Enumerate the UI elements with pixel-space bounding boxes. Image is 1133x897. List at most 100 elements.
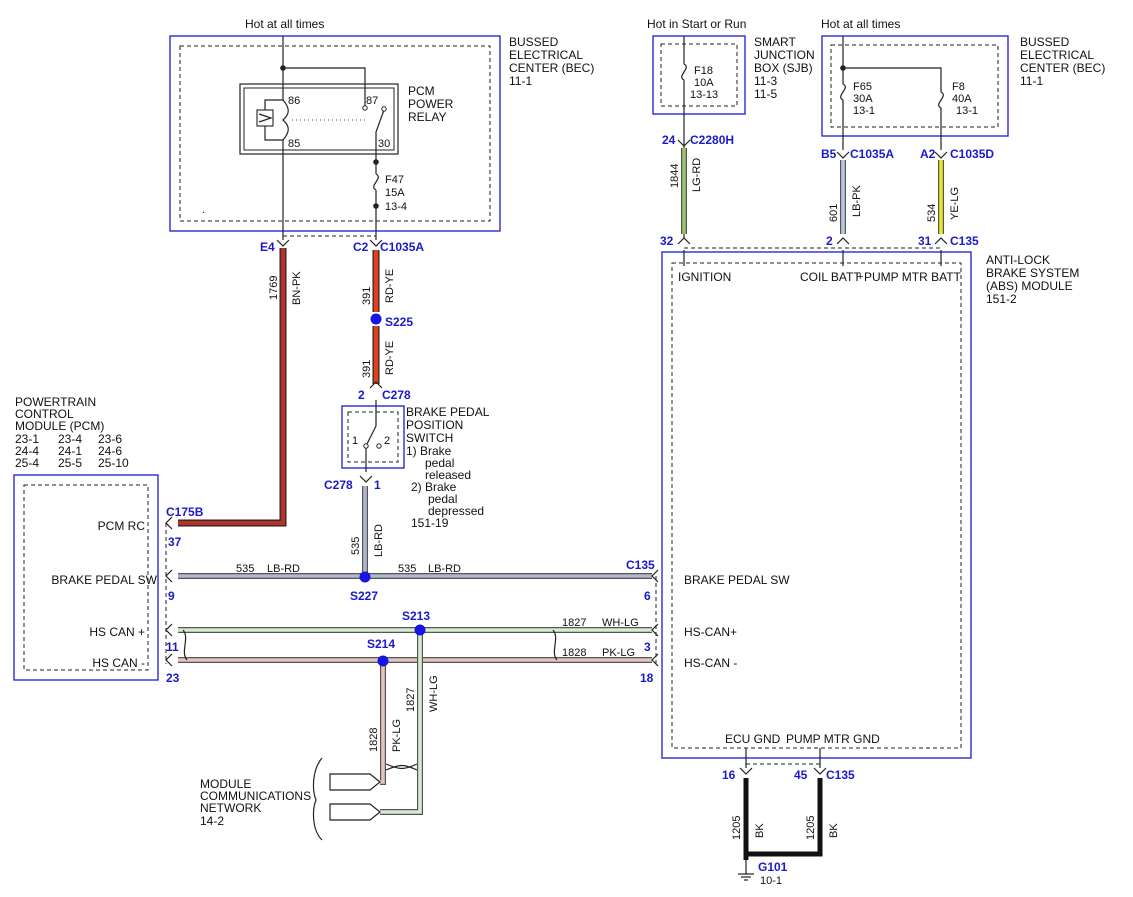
- pcm-title-2: CONTROL: [15, 407, 74, 421]
- fuse-f65-amp: 30A: [853, 93, 873, 105]
- wire-534: 534 YE-LG: [926, 160, 961, 234]
- fuse-f18-name: F18: [694, 65, 713, 77]
- wire-391a-color: RD-YE: [384, 269, 396, 303]
- wire-1828h-color: PK-LG: [602, 647, 635, 659]
- bec-left-title-1: BUSSED: [509, 35, 559, 49]
- mcn-title-1: MODULE: [200, 777, 251, 791]
- bec-right-supply: Hot at all times: [821, 17, 900, 31]
- abs-module: IGNITION COIL BATT PUMP MTR BATT + ANTI-…: [661, 250, 1079, 759]
- wire-601-color: LB-PK: [851, 185, 863, 217]
- connector-c2: C2: [353, 240, 369, 254]
- abs-pin-hs-can-plus: HS-CAN+: [684, 625, 737, 639]
- splice-s214: [377, 655, 389, 667]
- wire-1828v-color: PK-LG: [391, 719, 403, 752]
- fuse-f8-ref: 13-1: [956, 105, 978, 117]
- fuse-f8-icon: [938, 80, 944, 150]
- wire-1205a-color: BK: [754, 823, 766, 838]
- switch-note-2: pedal: [425, 456, 454, 470]
- wire-601-circuit: 601: [828, 204, 840, 222]
- switch-pin-1: 1: [352, 435, 358, 447]
- twist-left-icon: [182, 629, 188, 661]
- wire-535v-color: LB-RD: [373, 524, 385, 557]
- wire-391a-circuit: 391: [361, 287, 373, 305]
- wire-534-color: YE-LG: [949, 187, 961, 220]
- switch-pin-2: 2: [384, 435, 390, 447]
- connector-c278-top-arrow: [369, 381, 383, 389]
- relay-pin-86: 86: [288, 95, 300, 107]
- pcm-pin-brake-pedal-sw: BRAKE PEDAL SW: [51, 573, 157, 587]
- fuse-f18-icon: [681, 36, 687, 238]
- splice-s213: [414, 624, 426, 636]
- pcm-ref-8: 25-5: [58, 456, 82, 470]
- bec-left: Hot at all times BUSSED ELECTRICAL CENTE…: [169, 17, 594, 240]
- smart-junction-box: Hot in Start or Run F18 10A 13-13 SMART …: [647, 17, 815, 238]
- connector-c175b: C175B: [166, 505, 204, 519]
- wire-391: 391 RD-YE 391 RD-YE: [361, 250, 396, 384]
- connector-c135-mid: C135: [626, 558, 655, 572]
- abs-title-1: ANTI-LOCK: [986, 253, 1050, 267]
- mcn-title-3: NETWORK: [200, 801, 261, 815]
- abs-pin-16: 16: [722, 768, 736, 782]
- pcm-pin-hs-can-plus: HS CAN +: [89, 625, 145, 639]
- fuse-f8-name: F8: [952, 81, 965, 93]
- abs-pin-2: 2: [826, 234, 833, 248]
- splice-s214-label: S214: [367, 637, 395, 651]
- wire-535l-color: LB-RD: [267, 563, 300, 575]
- bec-right-title-3: CENTER (BEC): [1020, 61, 1105, 75]
- pcm-ref-4: 24-4: [15, 444, 39, 458]
- abs-pin-pump-mtr-batt: PUMP MTR BATT: [864, 270, 962, 284]
- pcm-ref-5: 24-1: [58, 444, 82, 458]
- abs-title-3: (ABS) MODULE: [986, 279, 1073, 293]
- wire-1828h-circuit: 1828: [562, 647, 586, 659]
- sjb-title-3: BOX (SJB): [754, 61, 813, 75]
- connector-c278-bottom-pin: 1: [374, 478, 381, 492]
- pcm-ref-1: 23-1: [15, 432, 39, 446]
- sjb-title-2: JUNCTION: [754, 48, 815, 62]
- wire-1844-color: LG-RD: [691, 158, 703, 192]
- fuse-f47-name: F47: [385, 174, 404, 186]
- splice-s213-label: S213: [402, 609, 430, 623]
- abs-pin-6: 6: [644, 589, 651, 603]
- relay-pin-87: 87: [366, 95, 378, 107]
- connector-e4-arrow: [276, 239, 290, 247]
- fuse-f18-amp: 10A: [694, 77, 714, 89]
- bec-left-feed-87: [283, 67, 366, 106]
- connector-c278-top: C278: [382, 388, 411, 402]
- abs-pin-brake-pedal-sw: BRAKE PEDAL SW: [684, 573, 790, 587]
- pcm-ref-6: 24-6: [98, 444, 122, 458]
- ground-ref: 10-1: [760, 875, 782, 887]
- connector-c2280h: C2280H: [690, 133, 734, 147]
- connector-c135-bottom: C135: [826, 768, 855, 782]
- fuse-f47-amp: 15A: [385, 187, 405, 199]
- pcm-ref-2: 23-4: [58, 432, 82, 446]
- mcn-title-4: 14-2: [200, 814, 224, 828]
- pcm-title-3: MODULE (PCM): [15, 419, 104, 433]
- connector-a2-arrow: [934, 151, 948, 159]
- abs-pin-18: 18: [640, 671, 654, 685]
- pcm-title-1: POWERTRAIN: [15, 395, 96, 409]
- pcm-ref-3: 23-6: [98, 432, 122, 446]
- switch-title-2: POSITION: [406, 418, 463, 432]
- connector-b5: B5: [821, 147, 837, 161]
- mcn-connector-1-icon: [329, 773, 381, 791]
- pcm-power-relay: PCM POWER RELAY 86 87 85 30: [239, 83, 454, 155]
- bec-right-title-4: 11-1: [1020, 74, 1043, 88]
- splice-s227: [359, 571, 371, 583]
- sjb-title-1: SMART: [754, 35, 796, 49]
- wire-hs-can: 1827 WH-LG 1828 PK-LG 1828 PK-LG 1827 WH…: [178, 617, 652, 815]
- switch-title-1: BRAKE PEDAL: [406, 405, 490, 419]
- relay-pin-85: 85: [288, 138, 300, 150]
- abs-title-2: BRAKE SYSTEM: [986, 266, 1079, 280]
- fuse-f47-ref: 13-4: [385, 201, 407, 213]
- connector-c2280h-pin: 24: [662, 133, 676, 147]
- pcm-pin-23: 23: [166, 671, 180, 685]
- bec-left-title-4: 11-1: [509, 74, 532, 88]
- wire-1828v-circuit: 1828: [368, 728, 380, 752]
- abs-pin-ecu-gnd: ECU GND: [725, 732, 781, 746]
- wire-391b-color: RD-YE: [384, 341, 396, 375]
- pcm-pin-pcm-rc: PCM RC: [98, 519, 146, 533]
- svg-text:.: .: [202, 204, 205, 216]
- connector-c2-arrow: [369, 239, 383, 247]
- wire-535-horizontal: 535 LB-RD 535 LB-RD: [178, 563, 652, 579]
- twist-right-icon: [552, 629, 558, 661]
